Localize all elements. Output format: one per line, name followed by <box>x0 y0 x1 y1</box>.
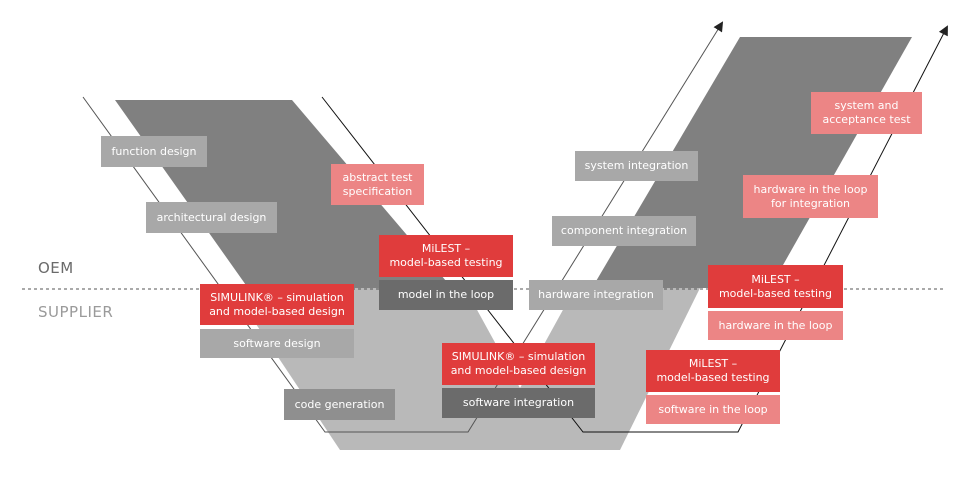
system-integration-box: system integration <box>575 151 698 181</box>
software-in-loop-box: software in the loop <box>646 395 780 424</box>
software-integration-box: software integration <box>442 388 595 418</box>
system-acceptance-box: system and acceptance test <box>811 92 922 134</box>
v-cut <box>465 288 575 388</box>
simulink-left-box: SIMULINK® – simulation and model-based d… <box>200 284 354 325</box>
oem-label: OEM <box>38 259 74 277</box>
architectural-design-box: architectural design <box>146 202 277 233</box>
hardware-in-loop-box: hardware in the loop <box>708 311 843 340</box>
model-in-loop-box: model in the loop <box>379 280 513 310</box>
milest-right-lower-box: MiLEST – model-based testing <box>646 350 780 392</box>
supplier-label: SUPPLIER <box>38 303 114 321</box>
milest-right-upper-box: MiLEST – model-based testing <box>708 265 843 308</box>
code-generation-box: code generation <box>284 389 395 420</box>
hardware-integration-box: hardware integration <box>529 280 663 310</box>
abstract-test-spec-box: abstract test specification <box>331 164 424 205</box>
component-integration-box: component integration <box>552 216 696 246</box>
hil-integration-box: hardware in the loop for integration <box>743 175 878 218</box>
simulink-center-box: SIMULINK® – simulation and model-based d… <box>442 343 595 385</box>
function-design-box: function design <box>101 136 207 167</box>
milest-left-box: MiLEST – model-based testing <box>379 235 513 277</box>
software-design-box: software design <box>200 329 354 358</box>
